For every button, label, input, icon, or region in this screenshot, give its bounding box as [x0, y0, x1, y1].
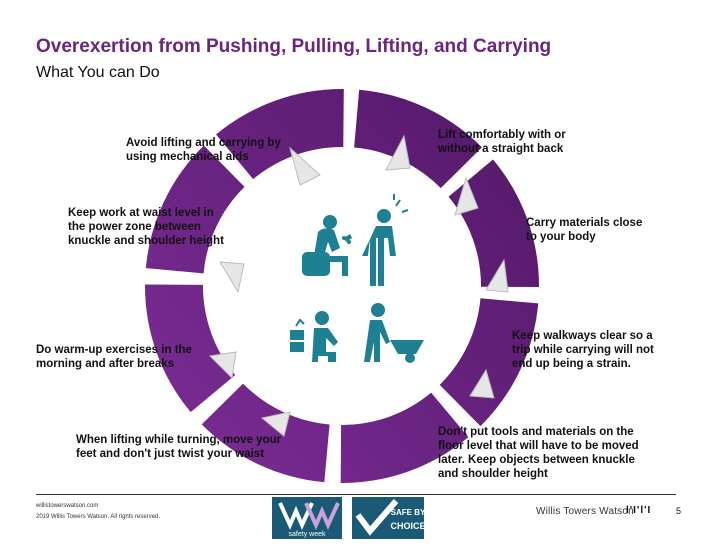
ring-arrows: [208, 134, 509, 437]
person-wheelbarrow-icon: [364, 303, 424, 363]
person-kneeling-icon: [290, 311, 338, 362]
tip-lift-comfortably: Lift comfortably with or without a strai…: [438, 129, 566, 155]
footer-divider: [36, 494, 676, 495]
footer-copyright: 2019 Willis Towers Watson. All rights re…: [36, 514, 161, 520]
tip-mechanical-aids: Avoid lifting and carrying by using mech…: [126, 137, 281, 163]
footer-url[interactable]: willistowerswatson.com: [36, 503, 99, 509]
brand-name: Willis Towers Watson: [536, 506, 634, 517]
page-number: 5: [676, 506, 682, 516]
tip-carry-close: Carry materials close to your body: [526, 217, 643, 243]
svg-text:safety week: safety week: [289, 531, 326, 538]
safety-week-logo: safety week: [272, 497, 342, 539]
cycle-ring: [145, 88, 539, 483]
tip-warm-up: Do warm-up exercises in the morning and …: [36, 344, 192, 370]
slide-title: Overexertion from Pushing, Pulling, Lift…: [36, 36, 552, 57]
center-dots: [342, 236, 351, 244]
svg-text:CHOICE: CHOICE: [390, 521, 424, 531]
tip-move-feet: When lifting while turning, move your fe…: [76, 434, 282, 460]
tip-power-zone: Keep work at waist level in the power zo…: [68, 207, 224, 247]
person-back-pain-icon: [362, 194, 409, 286]
slide-subtitle: What You can Do: [36, 64, 160, 81]
brand-mark: l'I'l'I: [626, 505, 652, 516]
ring-segments: [145, 88, 539, 483]
tip-floor-level: Don't put tools and materials on the flo…: [438, 426, 639, 480]
safe-by-choice-logo: SAFE BY CHOICE: [352, 497, 426, 539]
svg-text:SAFE BY: SAFE BY: [391, 508, 424, 517]
tip-walkways-clear: Keep walkways clear so a trip while carr…: [512, 330, 654, 370]
person-sitting-icon: [302, 215, 352, 276]
